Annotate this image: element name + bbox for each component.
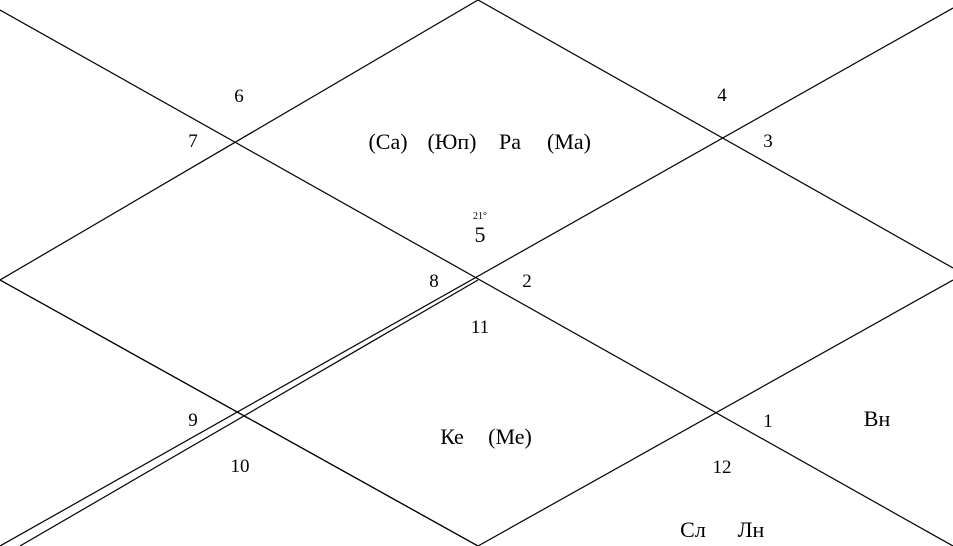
planet-label: (Юп): [427, 129, 476, 154]
planet-label: (Ма): [547, 129, 591, 154]
ascendant-degree: 21°: [473, 211, 487, 222]
grid-line-f: [0, 7, 953, 546]
planet-label: (Са): [368, 129, 407, 154]
ascendant-marker: 21° 5: [473, 211, 487, 247]
house-9-number: 9: [188, 410, 198, 431]
planet-label: (Ме): [488, 424, 532, 449]
planets-right: Вн: [864, 406, 891, 431]
grid-line-g: [19, 279, 479, 546]
house-7-number: 7: [188, 131, 198, 152]
planet-label: Ра: [499, 129, 521, 154]
house-8-number: 8: [429, 271, 439, 292]
grid-line-a: [0, 0, 479, 281]
grid-line-e: [0, 9, 953, 546]
ascendant-sign: 5: [475, 222, 486, 247]
house-12-number: 12: [713, 457, 732, 478]
planet-label: Ке: [440, 424, 464, 449]
grid-line-h: [477, 279, 953, 546]
grid-line-b: [477, 0, 953, 269]
planet-label: Лн: [738, 517, 765, 542]
house-numbers: 6 7 4 3 8 2 11 9 10 1 12: [188, 85, 773, 478]
house-3-number: 3: [763, 131, 773, 152]
house-1-number: 1: [763, 411, 773, 432]
planet-label: Вн: [864, 406, 891, 431]
planets-top: (Са) (Юп) Ра (Ма): [368, 129, 591, 154]
planet-label: Сл: [680, 517, 706, 542]
house-6-number: 6: [234, 86, 244, 107]
house-4-number: 4: [717, 85, 727, 106]
grid-line-d: [0, 279, 479, 546]
planets-bottom-center: Ке (Ме): [440, 424, 532, 449]
house-11-number: 11: [471, 317, 489, 338]
house-10-number: 10: [231, 456, 250, 477]
planets-bottom-right: Сл Лн: [680, 517, 764, 542]
house-2-number: 2: [522, 271, 532, 292]
